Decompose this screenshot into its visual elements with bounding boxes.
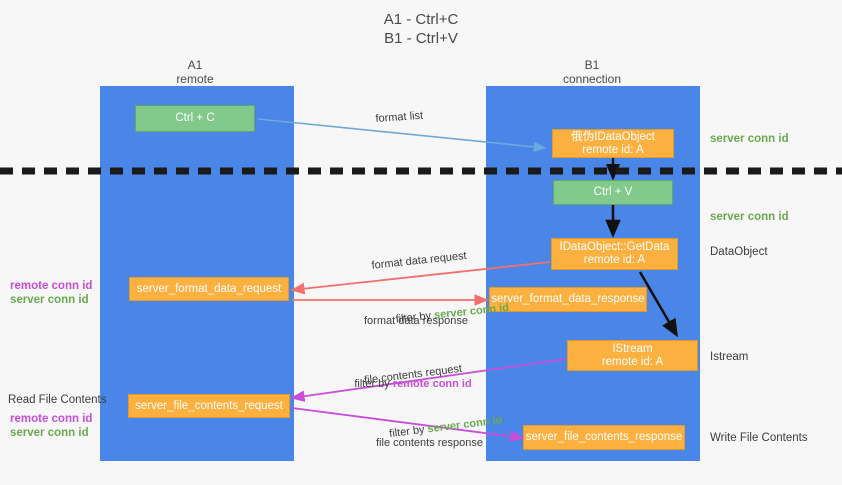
node-server-file-contents-response[interactable]: server_file_contents_response (523, 425, 685, 450)
column-header-a1: A1 remote (176, 58, 214, 86)
column-header-b1: B1 connection (562, 58, 622, 86)
right-label-server-conn-id-second: server conn id (710, 211, 789, 223)
right-label-istream: Istream (710, 351, 749, 363)
node-server-format-data-response[interactable]: server_format_data_response (489, 287, 647, 312)
left-label-server-conn-id-mid: server conn id (10, 294, 89, 306)
node-server-file-contents-request[interactable]: server_file_contents_request (128, 394, 290, 418)
page-title: A1 - Ctrl+C B1 - Ctrl+V (383, 11, 459, 47)
filter-value-remote-conn-id: remote conn id (392, 378, 472, 390)
left-label-server-conn-id-bottom: server conn id (10, 427, 89, 439)
edge-label-file-contents-response-text: file contents response (376, 437, 484, 449)
edge-label-file-contents-request-text: file contents request (363, 362, 463, 387)
left-label-read-file-contents: Read File Contents (8, 394, 107, 406)
edge-label-format-data-response: format data response filter by remote co… (336, 286, 472, 433)
left-label-remote-conn-id-mid: remote conn id (10, 280, 93, 292)
edge-label-file-contents-response-filter: filter by remote conn id (352, 478, 488, 485)
edge-label-format-data-request-text: format data request (371, 249, 468, 272)
edge-label-format-data-response-filter: filter by remote conn id (354, 378, 472, 390)
node-ctrl-v[interactable]: Ctrl + V (553, 180, 673, 205)
edge-label-format-data-response-text: format data response (364, 315, 468, 327)
node-server-format-data-request[interactable]: server_format_data_request (129, 277, 289, 301)
edge-label-format-list: format list (375, 109, 424, 125)
node-ctrl-c[interactable]: Ctrl + C (135, 105, 255, 132)
right-label-server-conn-id-top: server conn id (710, 133, 789, 145)
node-idataobject-getdata[interactable]: IDataObject::GetData remote id: A (551, 238, 678, 270)
left-label-remote-conn-id-bottom: remote conn id (10, 413, 93, 425)
node-istream[interactable]: IStream remote id: A (567, 340, 698, 371)
edge-label-file-contents-response: file contents response filter by remote … (352, 408, 488, 485)
right-label-write-file-contents: Write File Contents (710, 432, 808, 444)
node-idataobject[interactable]: 俄伪IDataObject remote id: A (552, 129, 674, 158)
right-label-dataobject: DataObject (710, 246, 768, 258)
